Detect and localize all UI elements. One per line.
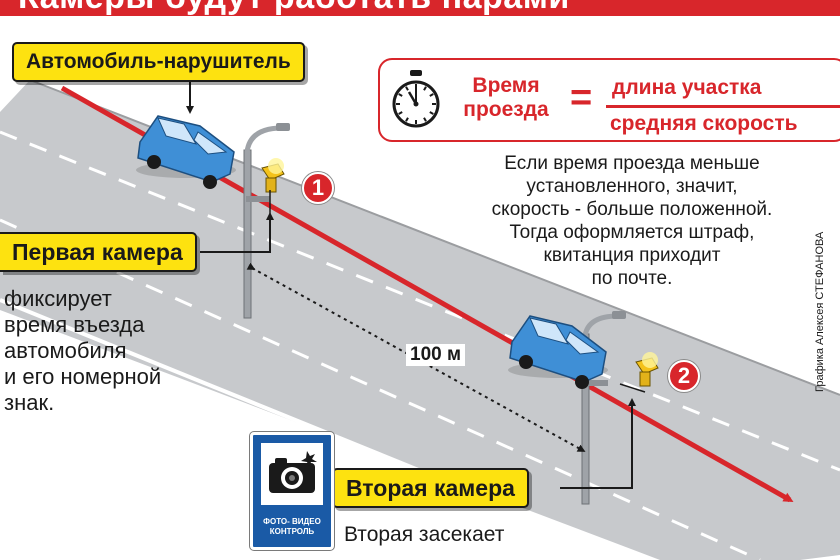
camera-beam-2 bbox=[619, 383, 646, 393]
explanation-line: Если время проезда меньше bbox=[504, 153, 760, 174]
camera-number-badge-1: 1 bbox=[302, 172, 334, 204]
description-line: знак. bbox=[4, 390, 55, 415]
distance-label: 100 м bbox=[406, 344, 466, 366]
label-leader-camera1 bbox=[200, 212, 274, 253]
formula-numerator: длина участка bbox=[612, 76, 762, 99]
label-violator: Автомобиль-нарушитель bbox=[12, 42, 305, 82]
label-camera-1: Первая камера bbox=[0, 232, 197, 272]
fraction-line bbox=[606, 105, 840, 108]
explanation-text: Если время проезда меньше установленного… bbox=[446, 152, 818, 290]
label-leader-camera2 bbox=[560, 398, 636, 489]
explanation-line: Тогда оформляется штраф, bbox=[509, 222, 755, 243]
formula-equals: = bbox=[570, 77, 593, 119]
camera-1-description: фиксирует время въезда автомобиля и его … bbox=[4, 286, 161, 416]
explanation-line: квитанция приходит bbox=[543, 245, 721, 266]
description-line: и его номерной bbox=[4, 364, 162, 389]
speed-camera-icon bbox=[635, 352, 659, 387]
sign-text: ФОТО- ВИДЕО КОНТРОЛЬ bbox=[253, 517, 331, 537]
explanation-line: скорость - больше положенной. bbox=[491, 199, 773, 220]
explanation-line: по почте. bbox=[591, 268, 673, 289]
description-line: автомобиля bbox=[4, 338, 127, 363]
car-icon bbox=[508, 315, 608, 389]
graphics-credit: Графика Алексея СТЕФАНОВА bbox=[814, 231, 826, 392]
formula-lhs-line: Время bbox=[472, 74, 540, 97]
car-icon bbox=[136, 115, 236, 189]
sign-panel bbox=[261, 443, 323, 505]
header-bar: Камеры будут работать парами bbox=[0, 0, 840, 16]
sign-text-line: КОНТРОЛЬ bbox=[269, 527, 315, 536]
clock-icon bbox=[392, 70, 440, 128]
description-line: время въезда bbox=[4, 312, 145, 337]
label-camera-2: Вторая камера bbox=[332, 468, 529, 508]
formula-denominator: средняя скорость bbox=[610, 112, 798, 135]
photo-video-control-sign: ФОТО- ВИДЕО КОНТРОЛЬ bbox=[250, 432, 334, 550]
speed-camera-icon bbox=[261, 158, 285, 193]
photo-camera-icon bbox=[269, 451, 317, 493]
description-line: фиксирует bbox=[4, 286, 112, 311]
sign-text-line: ФОТО- ВИДЕО bbox=[263, 517, 321, 526]
camera-number-badge-2: 2 bbox=[668, 360, 700, 392]
formula-lhs: Время проезда bbox=[452, 74, 560, 122]
page-title: Камеры будут работать парами bbox=[18, 0, 570, 16]
explanation-line: установленного, значит, bbox=[526, 176, 738, 197]
formula-box: Время проезда = длина участка средняя ск… bbox=[378, 58, 840, 142]
camera-2-description: Вторая засекает bbox=[344, 523, 505, 546]
formula-lhs-line: проезда bbox=[463, 98, 549, 121]
